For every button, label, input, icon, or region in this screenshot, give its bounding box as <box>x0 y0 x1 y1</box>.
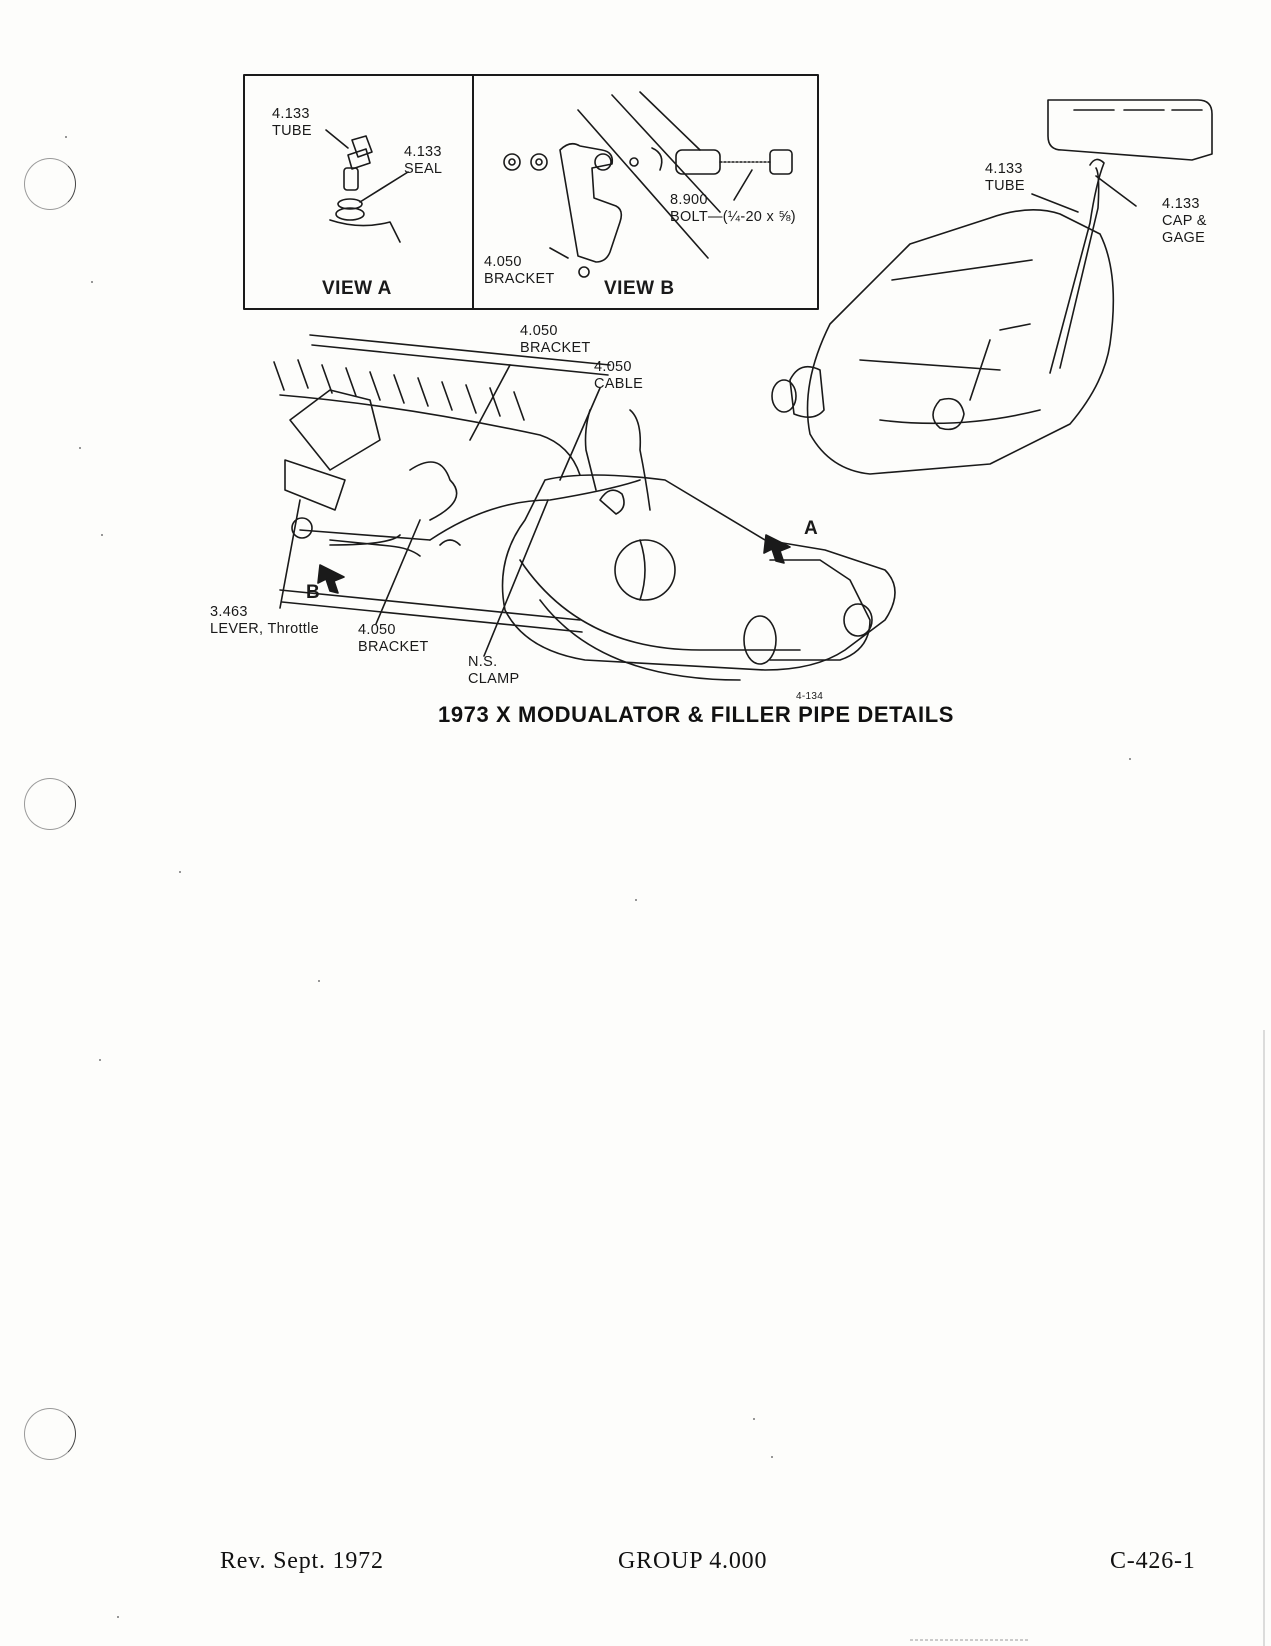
arrow-a <box>763 534 791 564</box>
figure-number: 4-134 <box>796 691 824 702</box>
view-b-hardware-drawing <box>503 91 793 278</box>
clamp-label: N.S.CLAMP <box>468 654 520 687</box>
arrow-b <box>317 564 345 594</box>
figure-caption: 1973 X MODUALATOR & FILLER PIPE DETAILS <box>438 702 955 727</box>
binder-hole-bottom <box>24 1408 76 1460</box>
arrow-a-label: A <box>804 518 819 539</box>
arrow-b-label: B <box>306 582 321 603</box>
view-b-title: VIEW B <box>604 278 675 299</box>
footer-revision: Rev. Sept. 1972 <box>220 1548 384 1574</box>
footer-page-code: C-426-1 <box>1110 1548 1196 1574</box>
binder-hole-middle <box>24 778 76 830</box>
view-a-title: VIEW A <box>322 278 392 299</box>
view-a-tube-drawing <box>325 129 409 243</box>
scan-specks <box>65 136 1131 1618</box>
footer-group: GROUP 4.000 <box>618 1548 768 1574</box>
transmission-filler-drawing <box>771 99 1213 475</box>
binder-hole-top <box>24 158 76 210</box>
engine-transmission-drawing <box>273 334 896 681</box>
inset-frame <box>243 74 819 310</box>
